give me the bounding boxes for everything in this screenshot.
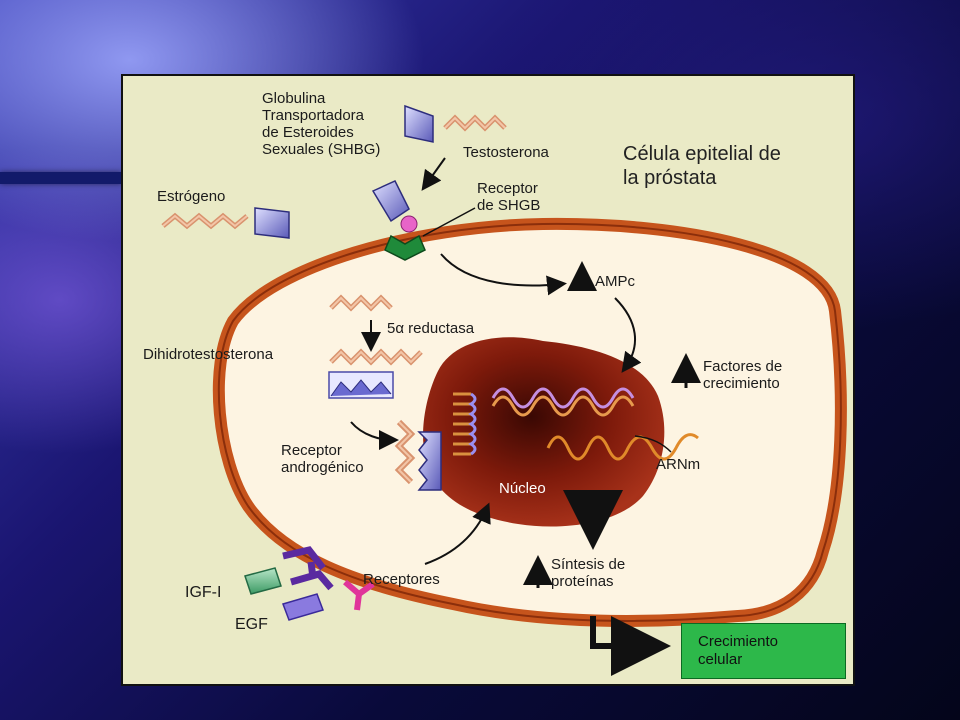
shbg-molecule <box>404 104 434 143</box>
igf-label: IGF-I <box>185 584 222 601</box>
ampc-to-nucleus-arrow <box>614 297 642 373</box>
factores-label: Factores de crecimiento <box>703 358 783 392</box>
shbg-bound <box>371 180 410 223</box>
cell-diagram-graphic <box>161 104 847 676</box>
diagram-panel: Célula epitelial de la próstata Globulin… <box>121 74 855 686</box>
testosterona-label: Testosterona <box>463 144 549 161</box>
estrogeno-label: Estrógeno <box>157 188 226 205</box>
slide-accent-bar <box>0 172 122 184</box>
igf-receptor <box>282 546 334 591</box>
reductasa-label: 5α reductasa <box>387 320 475 337</box>
coiled-dna <box>453 392 471 456</box>
igf-molecule <box>244 567 282 595</box>
ampc-arrow <box>440 253 567 296</box>
arnm-label-line <box>634 435 672 453</box>
growth-box: Crecimiento celular <box>681 623 846 679</box>
growth-path-arrow <box>590 616 671 676</box>
ampc-label: AMPc <box>595 273 636 290</box>
sintesis-label: Síntesis de proteínas <box>551 556 626 590</box>
to-receptor-arrow <box>350 421 399 450</box>
dihidrotestosterona-label: Dihidrotestosterona <box>143 346 274 363</box>
estrogen-shbg <box>254 207 290 239</box>
receptor-shgb-label: Receptor de SHGB <box>477 180 541 214</box>
egf-label: EGF <box>235 616 268 633</box>
receptor-androgenico-label: Receptor androgénico <box>281 442 364 476</box>
shgb-receptor <box>384 234 426 261</box>
dna-strand <box>491 387 635 409</box>
shbg-label: Globulina Transportadora de Esteroides S… <box>262 90 381 158</box>
nucleus <box>423 337 665 527</box>
egf-receptor <box>343 579 375 611</box>
receptor-label-line <box>422 207 476 237</box>
testosterone-bound <box>400 215 418 233</box>
crecimiento-label: Crecimiento celular <box>698 633 779 668</box>
egf-molecule <box>282 593 324 621</box>
receptores-label: Receptores <box>363 571 440 588</box>
receptors-arrow <box>424 502 491 565</box>
nucleo-label: Núcleo <box>499 480 546 497</box>
shbg-arrow <box>421 157 446 191</box>
arnm-label: ARNm <box>656 456 701 473</box>
mrna-strand <box>546 433 699 461</box>
androgen-receptor <box>417 431 442 491</box>
diagram-title: Célula epitelial de la próstata <box>623 143 781 189</box>
